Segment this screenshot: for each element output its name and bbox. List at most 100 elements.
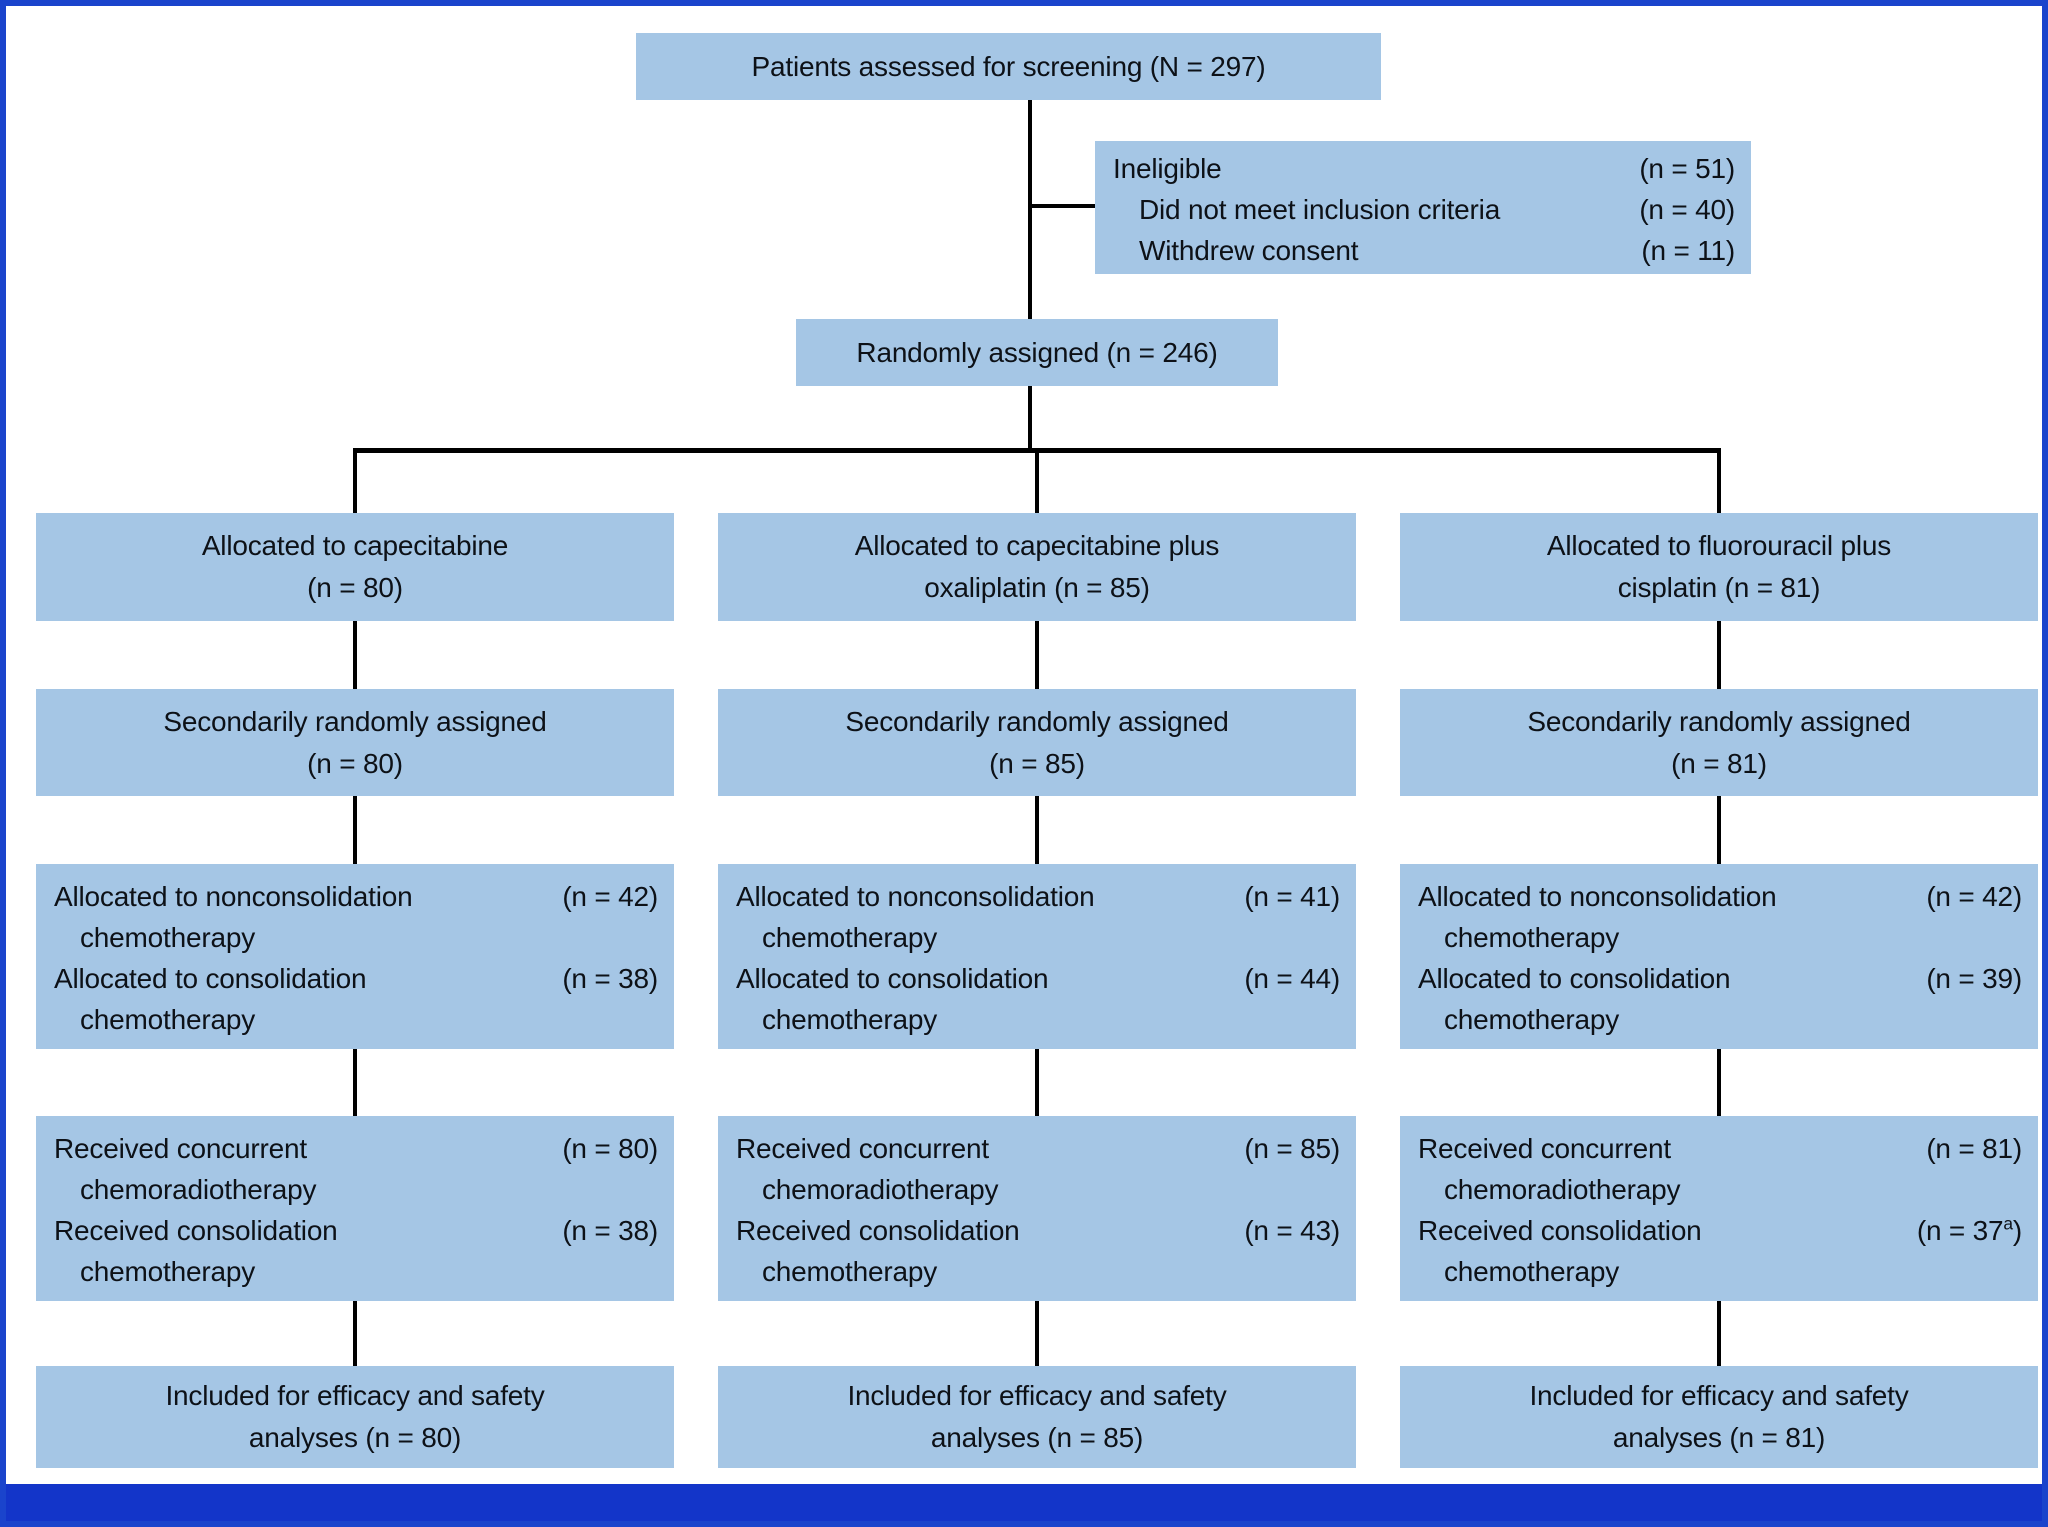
ineligible-count: (n = 51) bbox=[1639, 153, 1735, 184]
ineligible-row: Did not meet inclusion criteria (n = 40) bbox=[1113, 189, 1735, 230]
count-text: (n = 85) bbox=[1244, 1133, 1340, 1164]
included-box-capecitabine: Included for efficacy and safety analyse… bbox=[36, 1366, 674, 1468]
count-text: (n = 39) bbox=[1926, 963, 2022, 994]
allocated-box-fp: Allocated to fluorouracil plus cisplatin… bbox=[1400, 513, 2038, 621]
connector-right-2 bbox=[1717, 796, 1721, 864]
connector-ineligible-branch bbox=[1030, 204, 1095, 208]
entry-label: Allocated to consolidation bbox=[54, 963, 367, 994]
ineligible-box: Ineligible (n = 51) Did not meet inclusi… bbox=[1095, 141, 1751, 274]
ineligible-row: Ineligible (n = 51) bbox=[1113, 148, 1735, 189]
connector-right-3 bbox=[1717, 1049, 1721, 1116]
entry-count: (n = 80) bbox=[562, 1128, 658, 1169]
count-text: (n = 38) bbox=[562, 1215, 658, 1246]
secondary-line1: Secondarily randomly assigned bbox=[1527, 705, 1911, 737]
entry-label: Received concurrent bbox=[736, 1133, 989, 1164]
allocated-line1: Allocated to capecitabine plus bbox=[854, 530, 1220, 561]
included-line1: Included for efficacy and safety bbox=[165, 1380, 545, 1411]
connector-drop-middle bbox=[1035, 448, 1039, 513]
secondary-line1: Secondarily randomly assigned bbox=[163, 705, 547, 737]
connector-drop-left bbox=[353, 448, 357, 513]
entry-continuation: chemoradiotherapy bbox=[762, 1174, 999, 1205]
entry-label: Received consolidation bbox=[54, 1215, 338, 1246]
entry-count: (n = 37a) bbox=[1917, 1210, 2022, 1251]
entry-label: Received consolidation bbox=[736, 1215, 1020, 1246]
included-line2: analyses (n = 80) bbox=[248, 1422, 462, 1453]
ineligible-reason-label: Did not meet inclusion criteria bbox=[1139, 194, 1501, 225]
entry-label: Received concurrent bbox=[54, 1133, 307, 1164]
included-box-capox: Included for efficacy and safety analyse… bbox=[718, 1366, 1356, 1468]
connector-trunk-top bbox=[1028, 100, 1032, 319]
entry-label: Received consolidation bbox=[1418, 1215, 1702, 1246]
secondary-line2: (n = 81) bbox=[1671, 747, 1767, 779]
randomized-box: Randomly assigned (n = 246) bbox=[796, 319, 1278, 386]
ineligible-reason-label: Withdrew consent bbox=[1139, 235, 1359, 266]
secondary-randomization-box-fp: Secondarily randomly assigned (n = 81) bbox=[1400, 689, 2038, 796]
chemo-allocation-box-capecitabine: Allocated to nonconsolidation (n = 42) c… bbox=[36, 864, 674, 1049]
connector-right-1 bbox=[1717, 621, 1721, 689]
entry-continuation: chemotherapy bbox=[762, 1256, 938, 1287]
entry-continuation: chemotherapy bbox=[762, 1004, 938, 1035]
connector-middle-3 bbox=[1035, 1049, 1039, 1116]
allocated-line1: Allocated to capecitabine bbox=[201, 530, 509, 561]
count-text: (n = 44) bbox=[1244, 963, 1340, 994]
entry-line: Allocated to consolidation (n = 38) bbox=[54, 958, 658, 999]
entry-continuation: chemotherapy bbox=[1444, 1004, 1620, 1035]
entry-label: Allocated to nonconsolidation bbox=[54, 881, 413, 912]
entry-continuation: chemotherapy bbox=[80, 1256, 256, 1287]
entry-count: (n = 44) bbox=[1244, 958, 1340, 999]
chemo-allocation-box-capox: Allocated to nonconsolidation (n = 41) c… bbox=[718, 864, 1356, 1049]
allocated-line1: Allocated to fluorouracil plus bbox=[1546, 530, 1892, 561]
screening-box: Patients assessed for screening (N = 297… bbox=[636, 33, 1381, 100]
connector-middle-2 bbox=[1035, 796, 1039, 864]
entry-line: Received consolidation (n = 43) bbox=[736, 1210, 1340, 1251]
entry-continuation: chemotherapy bbox=[762, 922, 938, 953]
count-text: (n = 42) bbox=[1926, 881, 2022, 912]
count-text: (n = 37 bbox=[1916, 1215, 2004, 1246]
secondary-randomization-box-capox: Secondarily randomly assigned (n = 85) bbox=[718, 689, 1356, 796]
count-text: (n = 80) bbox=[562, 1133, 658, 1164]
entry-continuation: chemotherapy bbox=[1444, 922, 1620, 953]
entry-continuation: chemotherapy bbox=[1444, 1256, 1620, 1287]
secondary-line1: Secondarily randomly assigned bbox=[845, 705, 1229, 737]
included-line1: Included for efficacy and safety bbox=[847, 1380, 1227, 1411]
entry-continuation: chemotherapy bbox=[80, 1004, 256, 1035]
secondary-line2: (n = 85) bbox=[989, 747, 1085, 779]
included-line2: analyses (n = 81) bbox=[1612, 1422, 1826, 1453]
secondary-line2: (n = 80) bbox=[307, 747, 403, 779]
ineligible-label: Ineligible bbox=[1113, 153, 1222, 184]
entry-line: Received consolidation (n = 37a) bbox=[1418, 1210, 2022, 1251]
connector-left-3 bbox=[353, 1049, 357, 1116]
connector-right-4 bbox=[1717, 1301, 1721, 1366]
entry-count: (n = 85) bbox=[1244, 1128, 1340, 1169]
entry-count: (n = 42) bbox=[562, 876, 658, 917]
entry-label: Allocated to consolidation bbox=[1418, 963, 1731, 994]
entry-label: Allocated to nonconsolidation bbox=[1418, 881, 1777, 912]
connector-left-2 bbox=[353, 796, 357, 864]
entry-line: Allocated to consolidation (n = 39) bbox=[1418, 958, 2022, 999]
received-box-capecitabine: Received concurrent (n = 80) chemoradiot… bbox=[36, 1116, 674, 1301]
ineligible-reason-count: (n = 40) bbox=[1639, 194, 1735, 225]
ineligible-reason-count: (n = 11) bbox=[1641, 235, 1735, 266]
entry-count: (n = 43) bbox=[1244, 1210, 1340, 1251]
entry-continuation: chemotherapy bbox=[80, 922, 256, 953]
entry-count: (n = 41) bbox=[1244, 876, 1340, 917]
entry-line: Received concurrent (n = 81) bbox=[1418, 1128, 2022, 1169]
allocated-line2: (n = 80) bbox=[307, 572, 403, 603]
entry-continuation: chemoradiotherapy bbox=[80, 1174, 317, 1205]
connector-middle-1 bbox=[1035, 621, 1039, 689]
count-text: (n = 38) bbox=[562, 963, 658, 994]
connector-trunk-bottom bbox=[1028, 386, 1032, 448]
connector-left-4 bbox=[353, 1301, 357, 1366]
entry-line: Allocated to nonconsolidation (n = 42) bbox=[1418, 876, 2022, 917]
allocated-line2: cisplatin (n = 81) bbox=[1617, 572, 1821, 603]
received-box-fp: Received concurrent (n = 81) chemoradiot… bbox=[1400, 1116, 2038, 1301]
received-box-capox: Received concurrent (n = 85) chemoradiot… bbox=[718, 1116, 1356, 1301]
connector-middle-4 bbox=[1035, 1301, 1039, 1366]
count-close: ) bbox=[2012, 1215, 2022, 1246]
entry-line: Allocated to nonconsolidation (n = 42) bbox=[54, 876, 658, 917]
entry-continuation: chemoradiotherapy bbox=[1444, 1174, 1681, 1205]
count-text: (n = 41) bbox=[1244, 881, 1340, 912]
entry-count: (n = 38) bbox=[562, 958, 658, 999]
entry-line: Received concurrent (n = 85) bbox=[736, 1128, 1340, 1169]
